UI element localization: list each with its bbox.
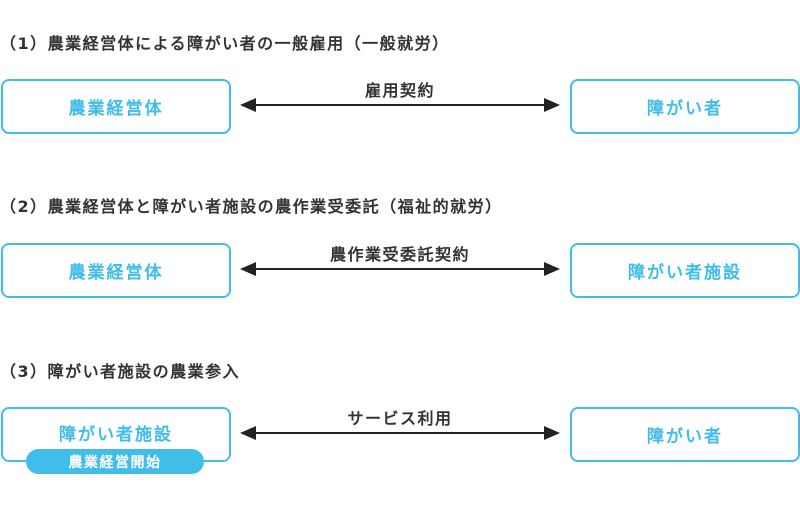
section-2-left-node: 農業経営体 [1, 243, 231, 298]
section-2-title: （2）農業経営体と障がい者施設の農作業受委託（福祉的就労） [0, 197, 503, 216]
section-1-title: （1）農業経営体による障がい者の一般雇用（一般就労） [0, 34, 450, 53]
section-3-relation-label: サービス利用 [347, 409, 453, 428]
section-1-left-node: 農業経営体 [1, 79, 231, 134]
section-3-double-arrow [240, 426, 560, 440]
section-3-left-badge: 農業経営開始 [26, 449, 204, 474]
section-2-double-arrow [240, 262, 560, 276]
section-3-title: （3）障がい者施設の農業参入 [0, 362, 241, 381]
section-1-relation-label: 雇用契約 [364, 81, 435, 100]
section-3-right-node: 障がい者 [570, 407, 800, 462]
section-2-right-node: 障がい者施設 [570, 243, 800, 298]
section-1-double-arrow [240, 98, 560, 112]
section-1-right-node: 障がい者 [570, 79, 800, 134]
section-2-relation-label: 農作業受委託契約 [329, 245, 470, 264]
